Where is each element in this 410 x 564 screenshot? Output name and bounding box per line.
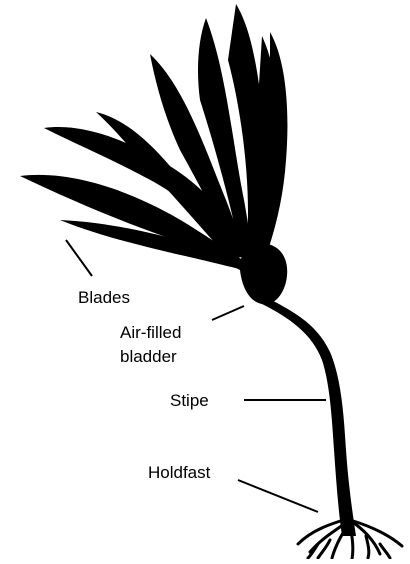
- leader-holdfast: [238, 480, 318, 512]
- label-holdfast: Holdfast: [148, 462, 210, 483]
- air-bladder: [240, 243, 287, 304]
- leader-blades: [66, 240, 92, 276]
- label-air-filled: Air-filled: [120, 322, 181, 343]
- stipe: [262, 296, 356, 536]
- holdfast: [298, 518, 402, 559]
- label-bladder: bladder: [120, 346, 177, 367]
- label-stipe: Stipe: [170, 390, 209, 411]
- label-blades: Blades: [78, 287, 130, 308]
- leader-bladder: [212, 306, 244, 320]
